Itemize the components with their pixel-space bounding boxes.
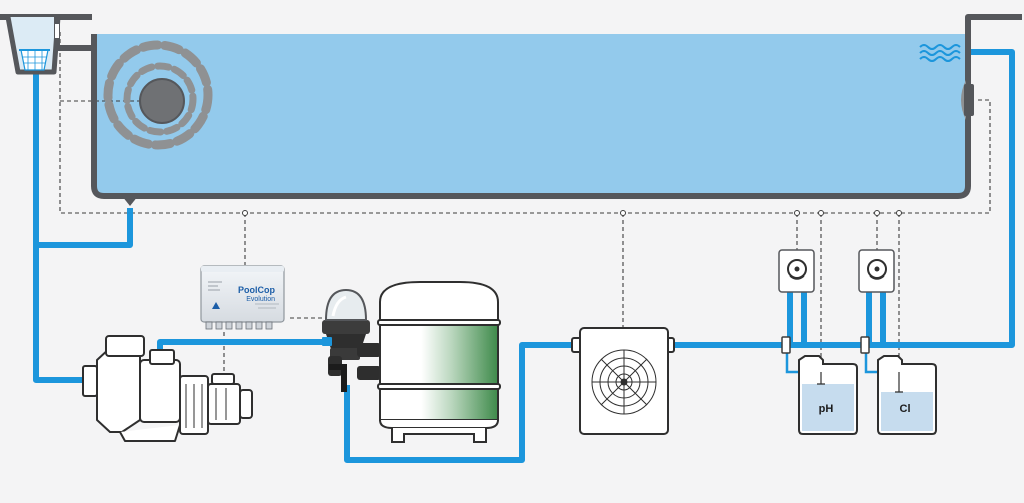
level-probes: [817, 372, 903, 393]
tank-cl: Cl: [877, 355, 937, 435]
wire-junctions: [242, 210, 902, 216]
dosing-pump-ph: [778, 249, 815, 293]
tank-label-ph: pH: [819, 403, 834, 415]
multiport-valve: [322, 288, 381, 392]
fan-icon: [591, 349, 657, 415]
pool-water: [94, 34, 968, 196]
tank-ph: pH: [798, 355, 858, 435]
controller-brand: PoolCop: [238, 285, 275, 295]
pool-shell: [91, 14, 1022, 199]
warning-icon: [212, 302, 220, 309]
dosing-pump-cl: [858, 249, 895, 293]
main-drain: [122, 196, 138, 206]
controller-model: Evolution: [246, 296, 275, 303]
pump: [82, 335, 253, 442]
injection-valves: [781, 336, 870, 354]
cleaner-robot-icon: [103, 40, 213, 150]
tank-label-cl: Cl: [900, 403, 911, 415]
underwater-light: [961, 80, 974, 120]
sand-filter: [377, 281, 501, 443]
poolcop-controller: PoolCop Evolution: [200, 265, 285, 330]
controller-connectors: [205, 321, 273, 330]
skimmer-basket-icon: [19, 49, 50, 71]
wave-icon: [919, 44, 961, 62]
